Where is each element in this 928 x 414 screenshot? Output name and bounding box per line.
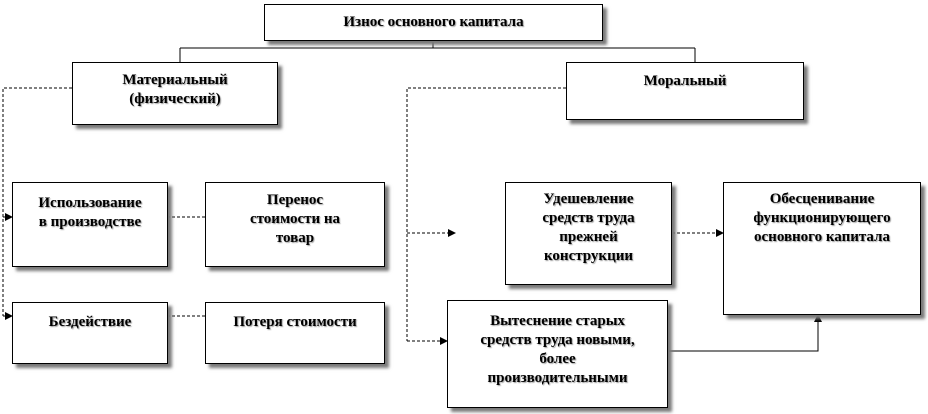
cheaper-label: Удешевление средств труда прежней констр… [542,191,635,264]
moral-label: Моральный [643,73,727,89]
transfer-label: Перенос стоимости на товар [249,192,341,246]
devaluation-label: Обесценивание функционирующего основного… [753,191,891,245]
idle-box: Бездействие [12,302,168,364]
usage-box: Использование в производстве [12,182,168,267]
loss-label: Потеря стоимости [233,314,357,330]
title-label: Износ основного капитала [343,14,524,30]
displacement-devaluation-arrow [668,314,822,352]
material-box: Материальный (физический) [72,62,278,125]
moral-branch [406,87,566,341]
displacement-box: Вытеснение старых средств труда новыми, … [447,300,668,408]
tree-trunk [179,40,696,62]
cheaper-box: Удешевление средств труда прежней констр… [505,182,672,285]
devaluation-box: Обесценивание функционирующего основного… [723,182,921,315]
title-box: Износ основного капитала [264,4,603,41]
transfer-box: Перенос стоимости на товар [205,182,385,267]
idle-label: Бездействие [48,314,132,330]
material-label: Материальный (физический) [122,72,228,107]
moral-box: Моральный [566,62,804,120]
loss-box: Потеря стоимости [205,302,385,364]
displacement-label: Вытеснение старых средств труда новыми, … [480,313,635,386]
material-branch [2,87,72,316]
usage-label: Использование в производстве [38,195,142,230]
